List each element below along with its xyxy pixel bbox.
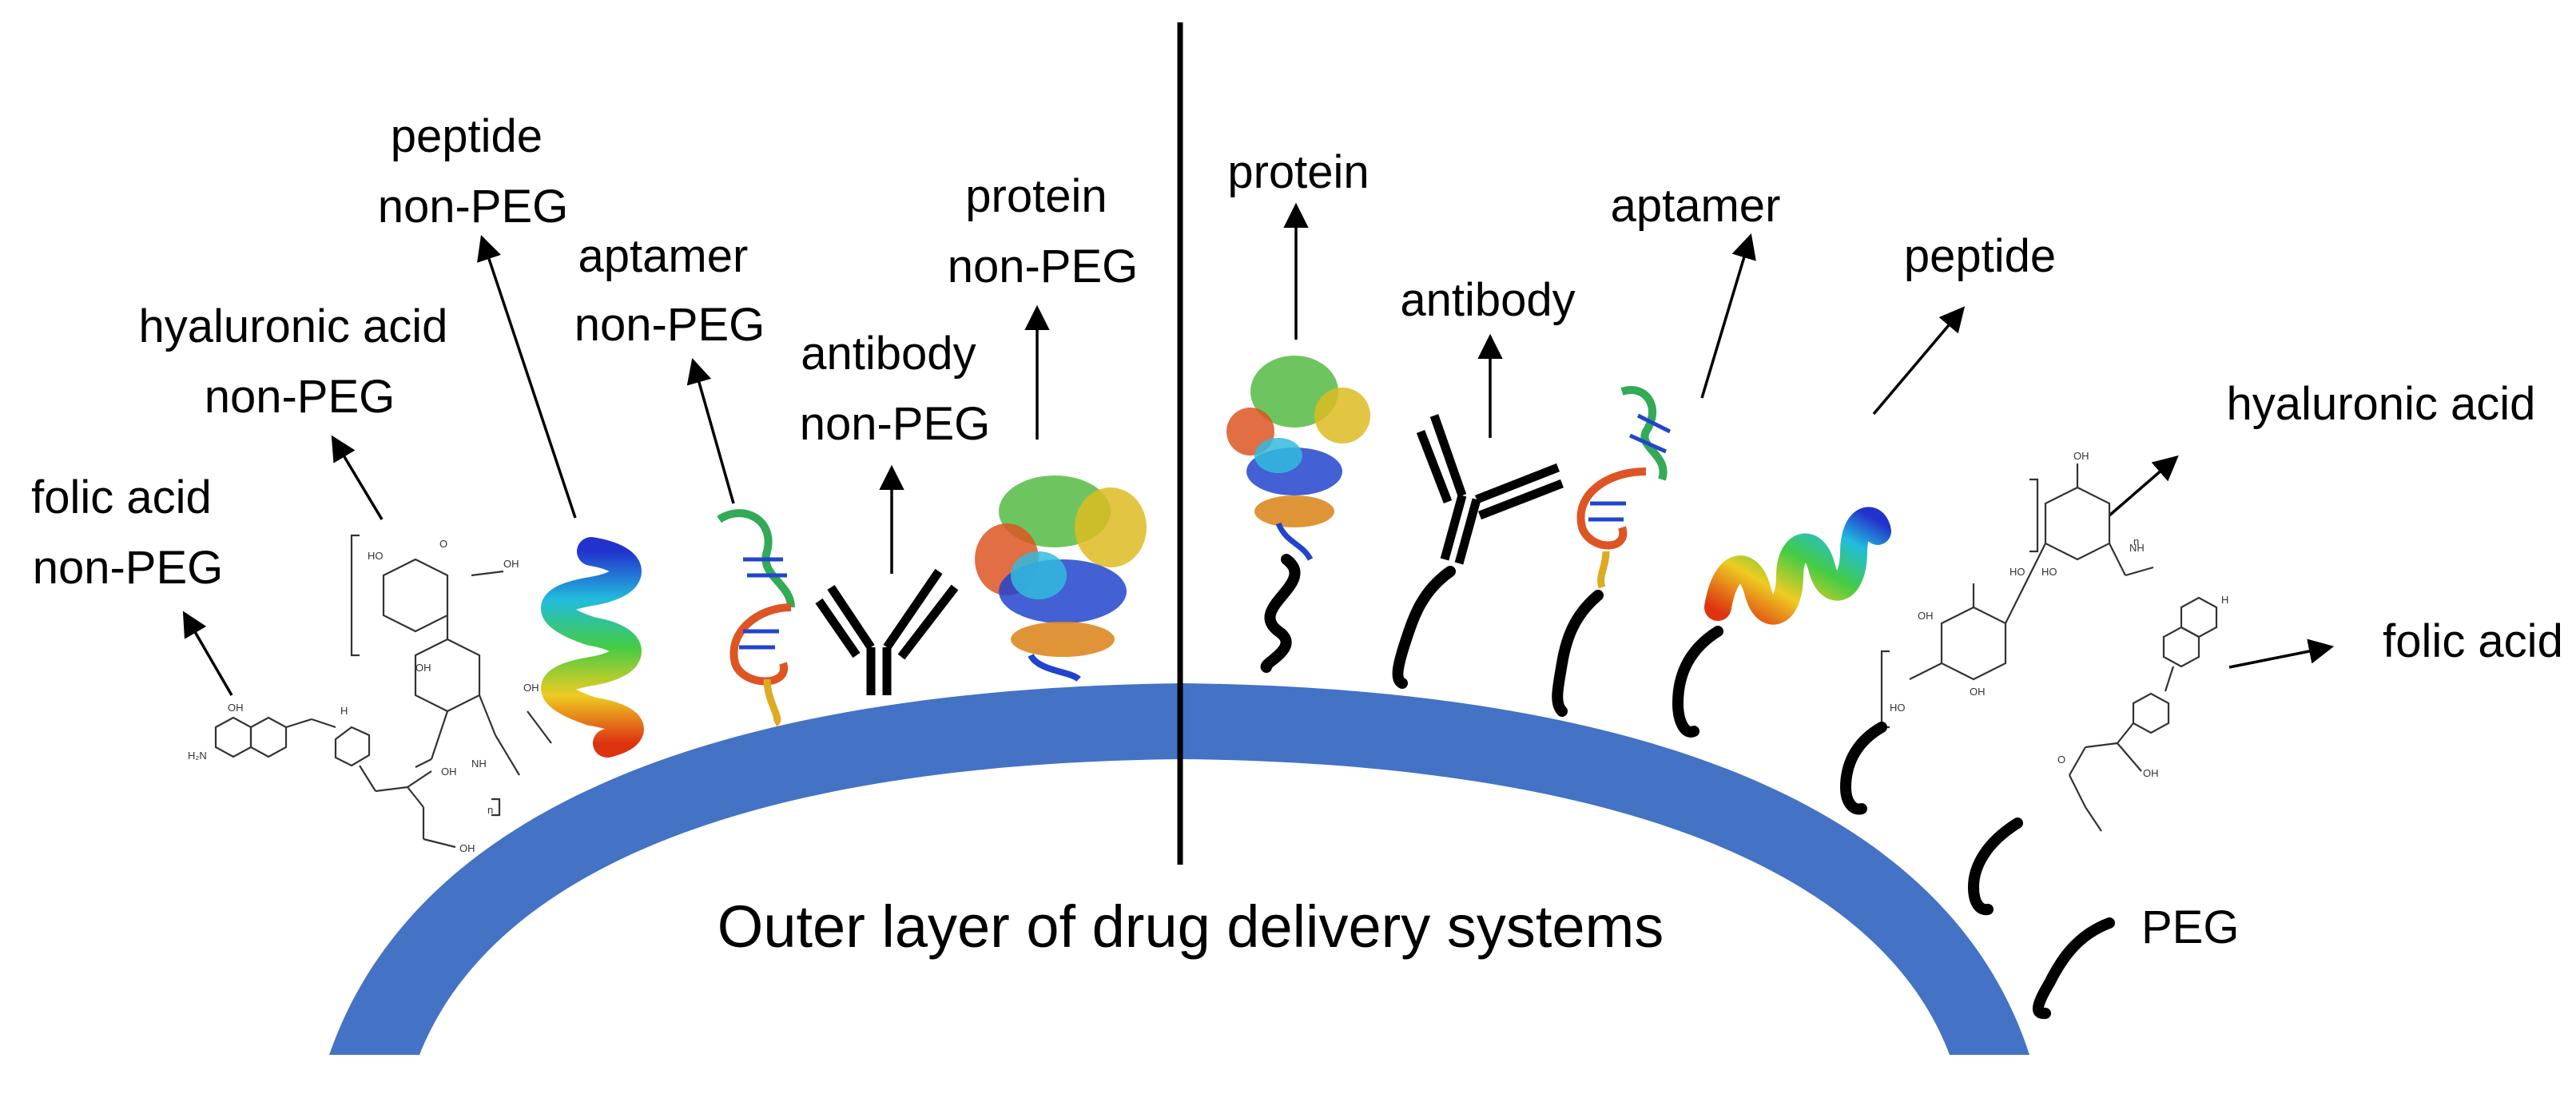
peg-chain-icon	[1260, 554, 1301, 673]
chem-label: n	[2133, 535, 2139, 547]
hyaluronic-acid-structure-icon: HO O OH OH NH OH n	[350, 534, 552, 817]
peg-chain-icon	[2033, 917, 2115, 1020]
chem-label: HO	[1890, 702, 1906, 714]
left-hyaluronic-acid-arrow	[331, 435, 384, 520]
antibody-icon	[815, 568, 959, 695]
folic-acid-structure-icon: H OH O	[2057, 594, 2228, 832]
left-aptamer-arrow	[686, 357, 735, 504]
left-hyaluronic-acid-label: hyaluronic acid non-PEG	[138, 300, 460, 423]
chem-label: O	[439, 538, 447, 550]
chem-label: OH	[2073, 450, 2089, 462]
chem-label: OH	[415, 662, 431, 674]
hyaluronic-acid-structure-icon: NH OH HO HO OH HO OH n	[1880, 450, 2154, 729]
right-hyaluronic-acid-arrow	[2108, 455, 2179, 517]
diagram-title: Outer layer of drug delivery systems	[718, 893, 1664, 960]
chem-label: HO	[368, 550, 384, 562]
peg-chain-icon	[1967, 818, 2023, 916]
right-aptamer-label: aptamer	[1611, 180, 1781, 232]
left-peptide-label: peptide non-PEG	[378, 110, 569, 233]
chem-label: OH	[523, 682, 539, 694]
peg-chain-icon	[1392, 566, 1456, 689]
antibody-icon	[1416, 414, 1564, 565]
right-hyaluronic-acid-label: hyaluronic acid	[2227, 378, 2536, 430]
right-folic-acid-arrow	[2228, 638, 2335, 669]
aptamer-icon	[717, 509, 795, 727]
chem-label: OH	[441, 766, 457, 778]
right-aptamer-arrow	[1700, 233, 1756, 399]
right-peptide-label: peptide	[1904, 230, 2056, 282]
peg-chain-icon	[1672, 626, 1723, 738]
peg-chain-icon	[1552, 590, 1604, 717]
chem-label: OH	[2143, 767, 2159, 779]
right-antibody-label: antibody	[1400, 274, 1575, 326]
chem-label: OH	[503, 558, 519, 570]
left-folic-acid-label: folic acid non-PEG	[31, 471, 225, 594]
chem-label: NH	[471, 758, 487, 770]
left-peptide-arrow	[477, 235, 577, 519]
chem-label: NH	[2129, 542, 2145, 554]
chem-label: H	[2221, 594, 2228, 606]
chem-label: HO	[2010, 566, 2025, 578]
left-folic-acid-arrow	[182, 611, 233, 696]
chem-label: OH	[228, 702, 244, 714]
chem-label: OH	[1970, 686, 1986, 698]
chem-label: HO	[2041, 566, 2057, 578]
peptide-helix-icon	[1704, 507, 1891, 625]
chem-label: H₂N	[188, 750, 207, 762]
protein-icon	[1226, 356, 1370, 561]
left-antibody-label: antibody non-PEG	[800, 328, 991, 450]
left-protein-label: protein non-PEG	[948, 170, 1139, 292]
chem-label: OH	[459, 842, 475, 854]
folic-acid-structure-icon: H₂N OH OH OH H	[188, 702, 475, 854]
peg-label: PEG	[2141, 901, 2240, 953]
protein-icon	[975, 475, 1147, 682]
peptide-helix-icon	[541, 537, 644, 758]
chem-label: H	[340, 705, 348, 717]
left-aptamer-label: aptamer non-PEG	[574, 230, 765, 351]
chem-label: n	[487, 804, 493, 816]
chem-label: O	[2057, 754, 2065, 766]
aptamer-icon	[1576, 386, 1672, 589]
peg-chain-icon	[1839, 722, 1887, 815]
right-folic-acid-label: folic acid	[2383, 615, 2563, 667]
right-peptide-arrow	[1872, 306, 1966, 416]
chem-label: OH	[1918, 610, 1934, 622]
outer-layer-arc	[329, 683, 2029, 1055]
right-protein-label: protein	[1227, 146, 1369, 198]
